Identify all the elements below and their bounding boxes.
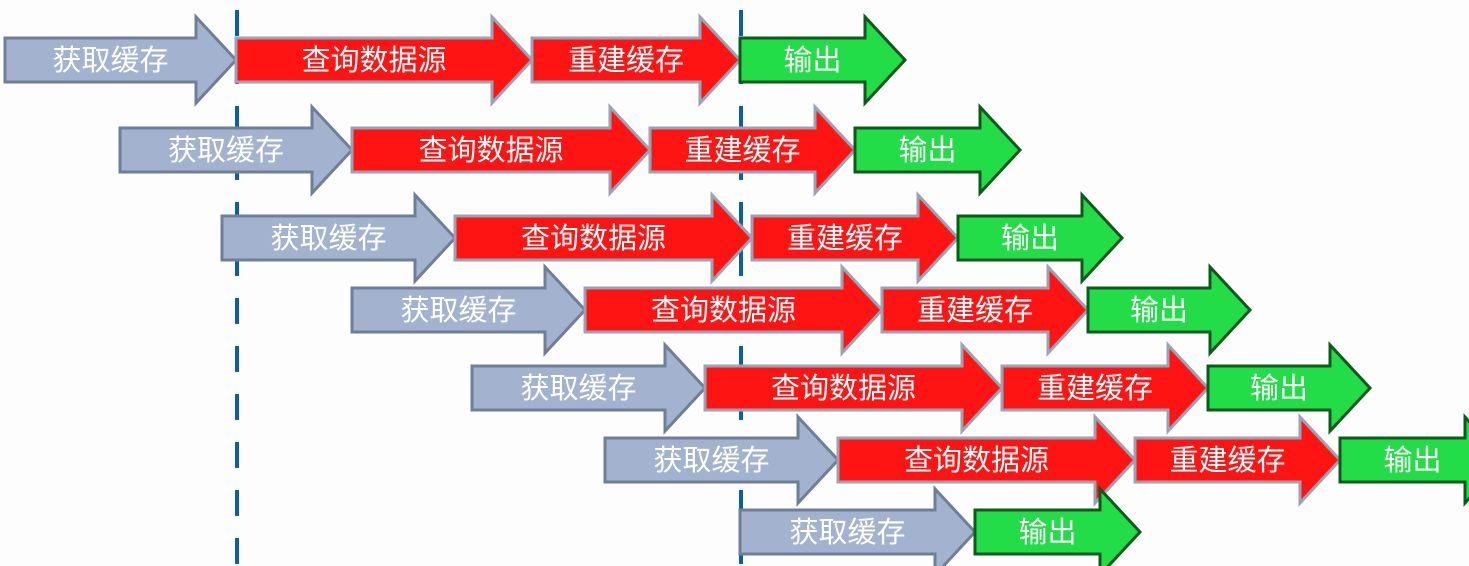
output-label: 输出 [1001,221,1059,255]
timeline-row-4: 获取缓存 查询数据源 重建缓存 输出 [350,263,1253,357]
query-source-arrow: 查询数据源 [350,103,653,197]
rebuild-cache-arrow: 重建缓存 [750,191,961,285]
rebuild-cache-arrow: 重建缓存 [1133,413,1343,507]
output-label: 输出 [898,133,956,167]
get-cache-arrow: 获取缓存 [738,485,978,566]
rebuild-cache-arrow: 重建缓存 [648,103,858,197]
get-cache-label: 获取缓存 [400,293,516,327]
get-cache-label: 获取缓存 [168,133,284,167]
output-arrow: 输出 [973,485,1143,566]
output-label: 输出 [1130,293,1188,327]
rebuild-cache-label: 重建缓存 [787,221,903,255]
get-cache-label: 获取缓存 [270,221,386,255]
query-source-label: 查询数据源 [904,443,1049,477]
timeline-row-7: 获取缓存 输出 [738,485,1143,566]
output-arrow: 输出 [1206,341,1373,435]
get-cache-arrow: 获取缓存 [3,13,239,107]
rebuild-cache-arrow: 重建缓存 [880,263,1091,357]
timeline-row-1: 获取缓存 查询数据源 重建缓存 输出 [3,13,908,107]
query-source-arrow: 查询数据源 [836,413,1138,507]
get-cache-arrow: 获取缓存 [118,103,355,197]
get-cache-arrow: 获取缓存 [470,341,708,435]
rebuild-cache-arrow: 重建缓存 [1000,341,1211,435]
get-cache-arrow: 获取缓存 [603,413,841,507]
query-source-arrow: 查询数据源 [453,191,755,285]
output-arrow: 输出 [956,191,1125,285]
output-label: 输出 [1018,515,1076,549]
query-source-label: 查询数据源 [418,133,563,167]
output-arrow: 输出 [853,103,1023,197]
timeline-row-2: 获取缓存 查询数据源 重建缓存 输出 [118,103,1023,197]
query-source-label: 查询数据源 [651,293,796,327]
output-arrow: 输出 [1338,413,1469,507]
query-source-arrow: 查询数据源 [234,13,535,107]
query-source-label: 查询数据源 [771,371,916,405]
get-cache-label: 获取缓存 [52,43,168,77]
rebuild-cache-label: 重建缓存 [684,133,800,167]
query-source-label: 查询数据源 [301,43,446,77]
get-cache-arrow: 获取缓存 [350,263,588,357]
query-source-label: 查询数据源 [521,221,666,255]
output-label: 输出 [1383,443,1441,477]
query-source-arrow: 查询数据源 [703,341,1005,435]
output-arrow: 输出 [738,13,908,107]
timeline-row-6: 获取缓存 查询数据源 重建缓存 输出 [603,413,1469,507]
rebuild-cache-label: 重建缓存 [568,43,684,77]
rebuild-cache-label: 重建缓存 [917,293,1033,327]
get-cache-arrow: 获取缓存 [220,191,458,285]
output-label: 输出 [783,43,841,77]
rebuild-cache-label: 重建缓存 [1169,443,1285,477]
output-arrow: 输出 [1086,263,1253,357]
timeline-row-5: 获取缓存 查询数据源 重建缓存 输出 [470,341,1373,435]
get-cache-label: 获取缓存 [520,371,636,405]
timeline-row-3: 获取缓存 查询数据源 重建缓存 输出 [220,191,1125,285]
get-cache-label: 获取缓存 [789,515,905,549]
rebuild-cache-label: 重建缓存 [1037,371,1153,405]
get-cache-label: 获取缓存 [653,443,769,477]
rebuild-cache-arrow: 重建缓存 [530,13,743,107]
output-label: 输出 [1250,371,1308,405]
query-source-arrow: 查询数据源 [583,263,885,357]
